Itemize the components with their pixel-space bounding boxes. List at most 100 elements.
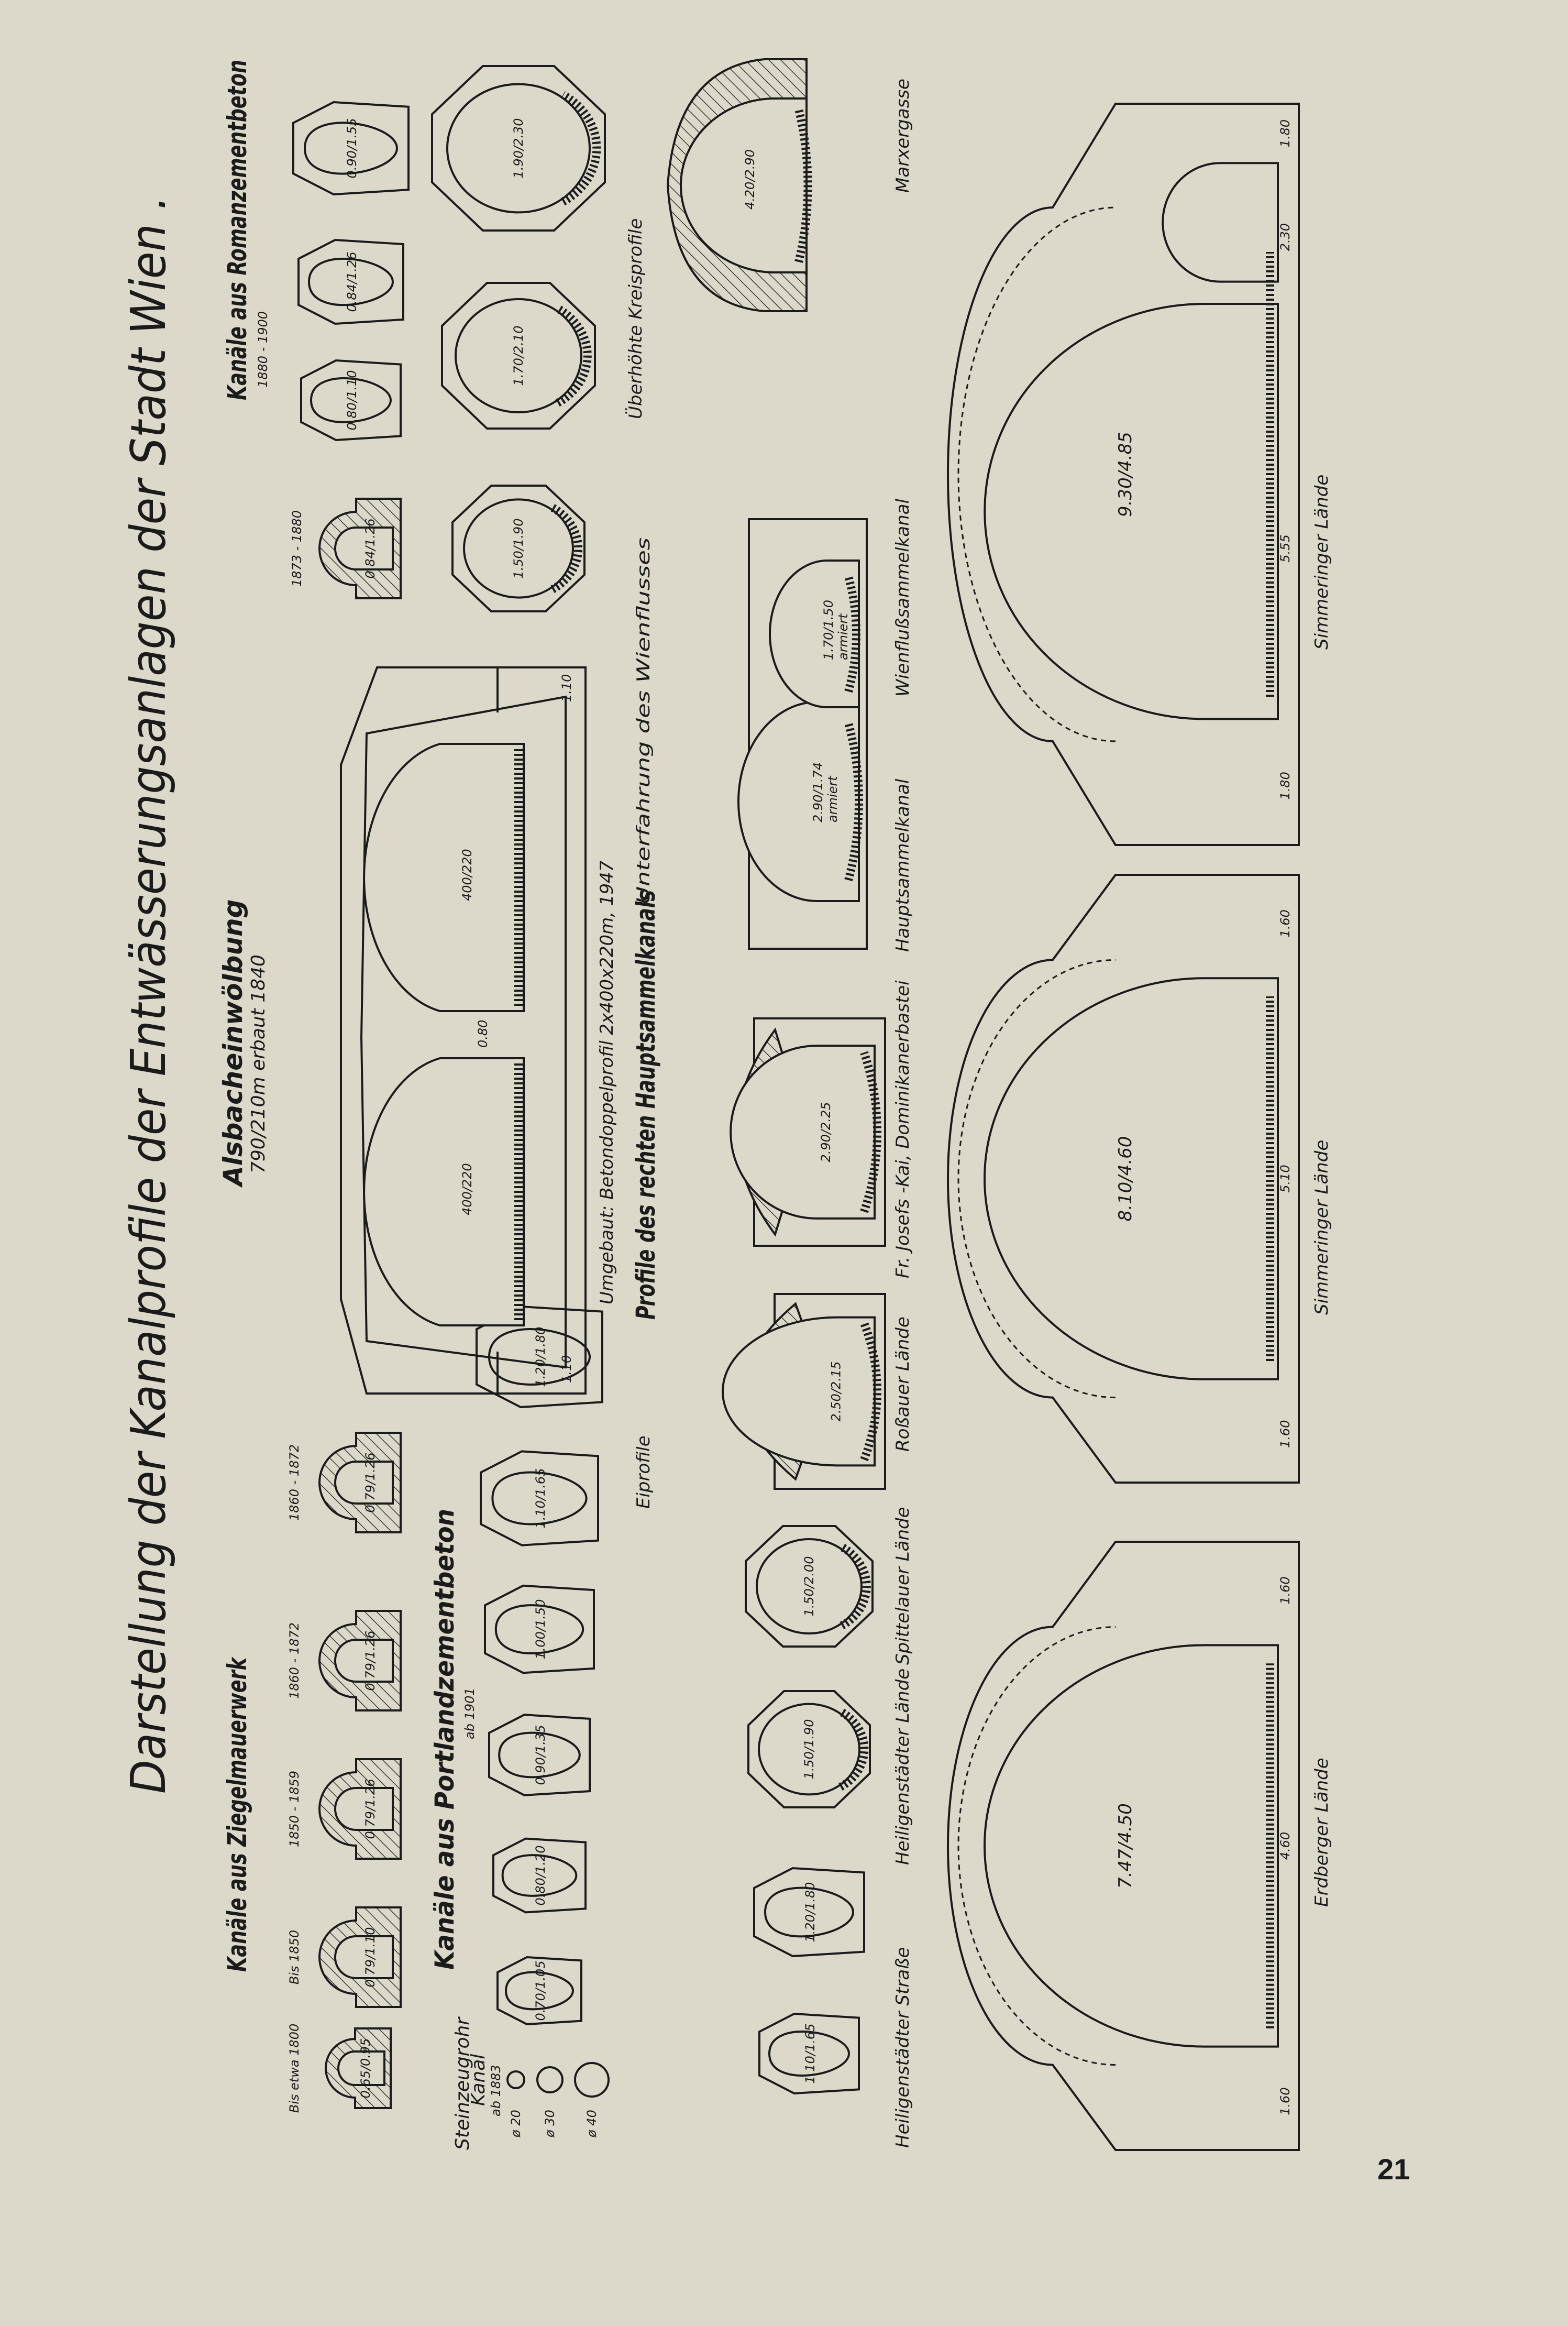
fjk-profile: 2.90/2.25 — [730, 1017, 886, 1247]
plate-title: Darstellung der Kanalprofile der Entwäss… — [120, 196, 176, 1794]
brick-lining — [556, 304, 592, 407]
dimension-label: 1.60 — [1278, 1576, 1293, 1604]
roman-profile-period: 1873 - 1880 — [290, 510, 304, 587]
portland-caption: Eiprofile — [633, 1435, 654, 1509]
channel-opening — [722, 1316, 876, 1467]
steinzeug-since: ab 1883 — [489, 2065, 503, 2116]
haupt-profiles: 1.10/1.651.20/1.801.50/1.901.50/2.002.50… — [722, 1017, 886, 2095]
egg-inner — [307, 258, 394, 306]
circular-channel — [758, 1703, 860, 1796]
alsbach-lobe-1 — [363, 1057, 525, 1326]
profile-size: 1.00/1.50 — [533, 1599, 548, 1660]
pipe-40-icon — [574, 2062, 610, 2098]
profile-size: 0.79/1.10 — [363, 1927, 378, 1988]
egg-inner — [501, 1854, 578, 1897]
channel-opening — [334, 1639, 394, 1683]
outer-vault — [947, 1541, 1300, 2151]
profile-size: 1.20/1.80 — [533, 1327, 548, 1387]
octagon-shell — [451, 485, 586, 612]
erdberg-profile: 7.47/4.50 1.60 4.60 1.60 — [947, 1541, 1300, 2151]
alsbach-rebuilt: Umgebaut: Betondoppelprofil 2x400x220m, … — [597, 860, 617, 1304]
profile-size: 1.90/2.30 — [511, 118, 526, 179]
label-hauptsammel: Hauptsammelkanal — [892, 778, 913, 952]
pipe-30-icon — [536, 2066, 564, 2093]
egg-shell — [496, 1956, 582, 2026]
outer-vault — [947, 103, 1300, 846]
profile-size: 1.50/1.90 — [511, 519, 526, 579]
wien-caption: Unterfahrung des Wienflusses — [633, 537, 654, 904]
dimension-label: 4.60 — [1278, 1832, 1293, 1860]
channel-opening — [334, 526, 394, 570]
profile-size: 7.47/4.50 — [1115, 1803, 1136, 1889]
hs-strasse-profile: 1.10/1.65 — [758, 2012, 860, 2095]
hauptsammel-note: armiert — [825, 775, 840, 822]
ziegel-period: 1860 - 1872 — [287, 1622, 302, 1699]
alsbach-dim-mid: 0.80 — [476, 1020, 490, 1048]
egg-shell — [758, 2012, 860, 2095]
profile-size: 1.10/1.65 — [533, 1468, 548, 1529]
secondary-channel — [1162, 162, 1279, 283]
label-simmering1: Simmeringer Lände — [1311, 1140, 1332, 1315]
portland-egg-profile: 1.10/1.65 — [480, 1450, 599, 1546]
marxergasse-profile: 4.20/2.90 — [666, 58, 812, 312]
egg-inner — [498, 1731, 581, 1779]
profile-size: 1.70/2.10 — [511, 326, 526, 386]
profile-size: 9.30/4.85 — [1115, 432, 1136, 517]
brick-lining — [860, 1051, 881, 1213]
egg-shell — [292, 101, 410, 196]
octagon-shell — [441, 282, 596, 430]
profile-size: 1.50/2.00 — [802, 1556, 816, 1617]
egg-inner — [504, 1971, 575, 2011]
brick-lining — [840, 1543, 871, 1630]
egg-shell — [484, 1584, 595, 1674]
egg-inner — [768, 2031, 851, 2077]
profile-size: 1.50/1.90 — [802, 1719, 816, 1780]
profile-size: 0.65/0.95 — [358, 2038, 373, 2099]
dimension-label: 1.60 — [1278, 2087, 1293, 2115]
alsbach-lobe-2-size: 400/220 — [460, 849, 474, 901]
dimension-label: 5.55 — [1278, 534, 1293, 562]
roman-profile: 0.84/1.26 — [318, 498, 402, 599]
alsbach-lobe-1-size: 400/220 — [460, 1163, 474, 1215]
profile-size: 0.90/1.35 — [533, 1725, 548, 1785]
portland-egg-profile: 1.00/1.50 — [484, 1584, 595, 1674]
egg-inner — [303, 122, 399, 175]
alsbach-dim-right: 1.10 — [559, 674, 574, 702]
profile-size: 0.90/1.55 — [345, 118, 359, 179]
circular-channel — [455, 298, 582, 413]
egg-inner — [494, 1604, 584, 1654]
rotated-plate: Darstellung der Kanalprofile der Entwäss… — [120, 58, 1332, 2151]
dimension-label: 2.30 — [1278, 223, 1293, 251]
roman-heading: Kanäle aus Romanzementbeton — [222, 60, 252, 400]
profile-size: 0.79/1.26 — [363, 1779, 378, 1839]
main-channel — [984, 977, 1279, 1380]
profile-size: 0.79/1.26 — [363, 1453, 378, 1513]
channel-opening — [337, 2050, 385, 2086]
main-channel — [984, 303, 1279, 720]
egg-inner — [491, 1471, 588, 1526]
ziegel-period: Bis 1850 — [287, 1930, 302, 1984]
label-erdberg: Erdberger Lände — [1311, 1758, 1332, 1907]
pipe-30-label: ø 30 — [543, 2110, 557, 2138]
egg-shell — [492, 1837, 587, 1914]
roman-period: 1880 - 1900 — [256, 311, 270, 388]
dimension-label: 1.80 — [1278, 772, 1293, 799]
circular-channel — [756, 1538, 863, 1634]
profile-size: 1.10/1.65 — [803, 2024, 818, 2084]
vault-extrados-dashed — [957, 959, 1116, 1399]
egg-shell — [488, 1714, 591, 1796]
circular-channel — [446, 83, 591, 214]
label-marxergasse: Marxergasse — [892, 79, 913, 193]
portland-profiles: 0.70/1.050.80/1.200.90/1.351.00/1.501.10… — [476, 1305, 603, 2026]
kreis-profile: 1.90/2.30 — [431, 65, 606, 232]
ziegel-period: 1860 - 1872 — [287, 1444, 302, 1521]
dimension-label: 1.60 — [1278, 1420, 1293, 1447]
alsbach-heading: Alsbacheinwölbung — [218, 899, 248, 1188]
dimension-label: 1.80 — [1278, 119, 1293, 147]
spittelau-profile: 1.50/2.00 — [745, 1525, 874, 1648]
label-spittelau: Spittelauer Lände — [892, 1507, 913, 1665]
steinzeug-label2: Kanal — [468, 2054, 489, 2106]
